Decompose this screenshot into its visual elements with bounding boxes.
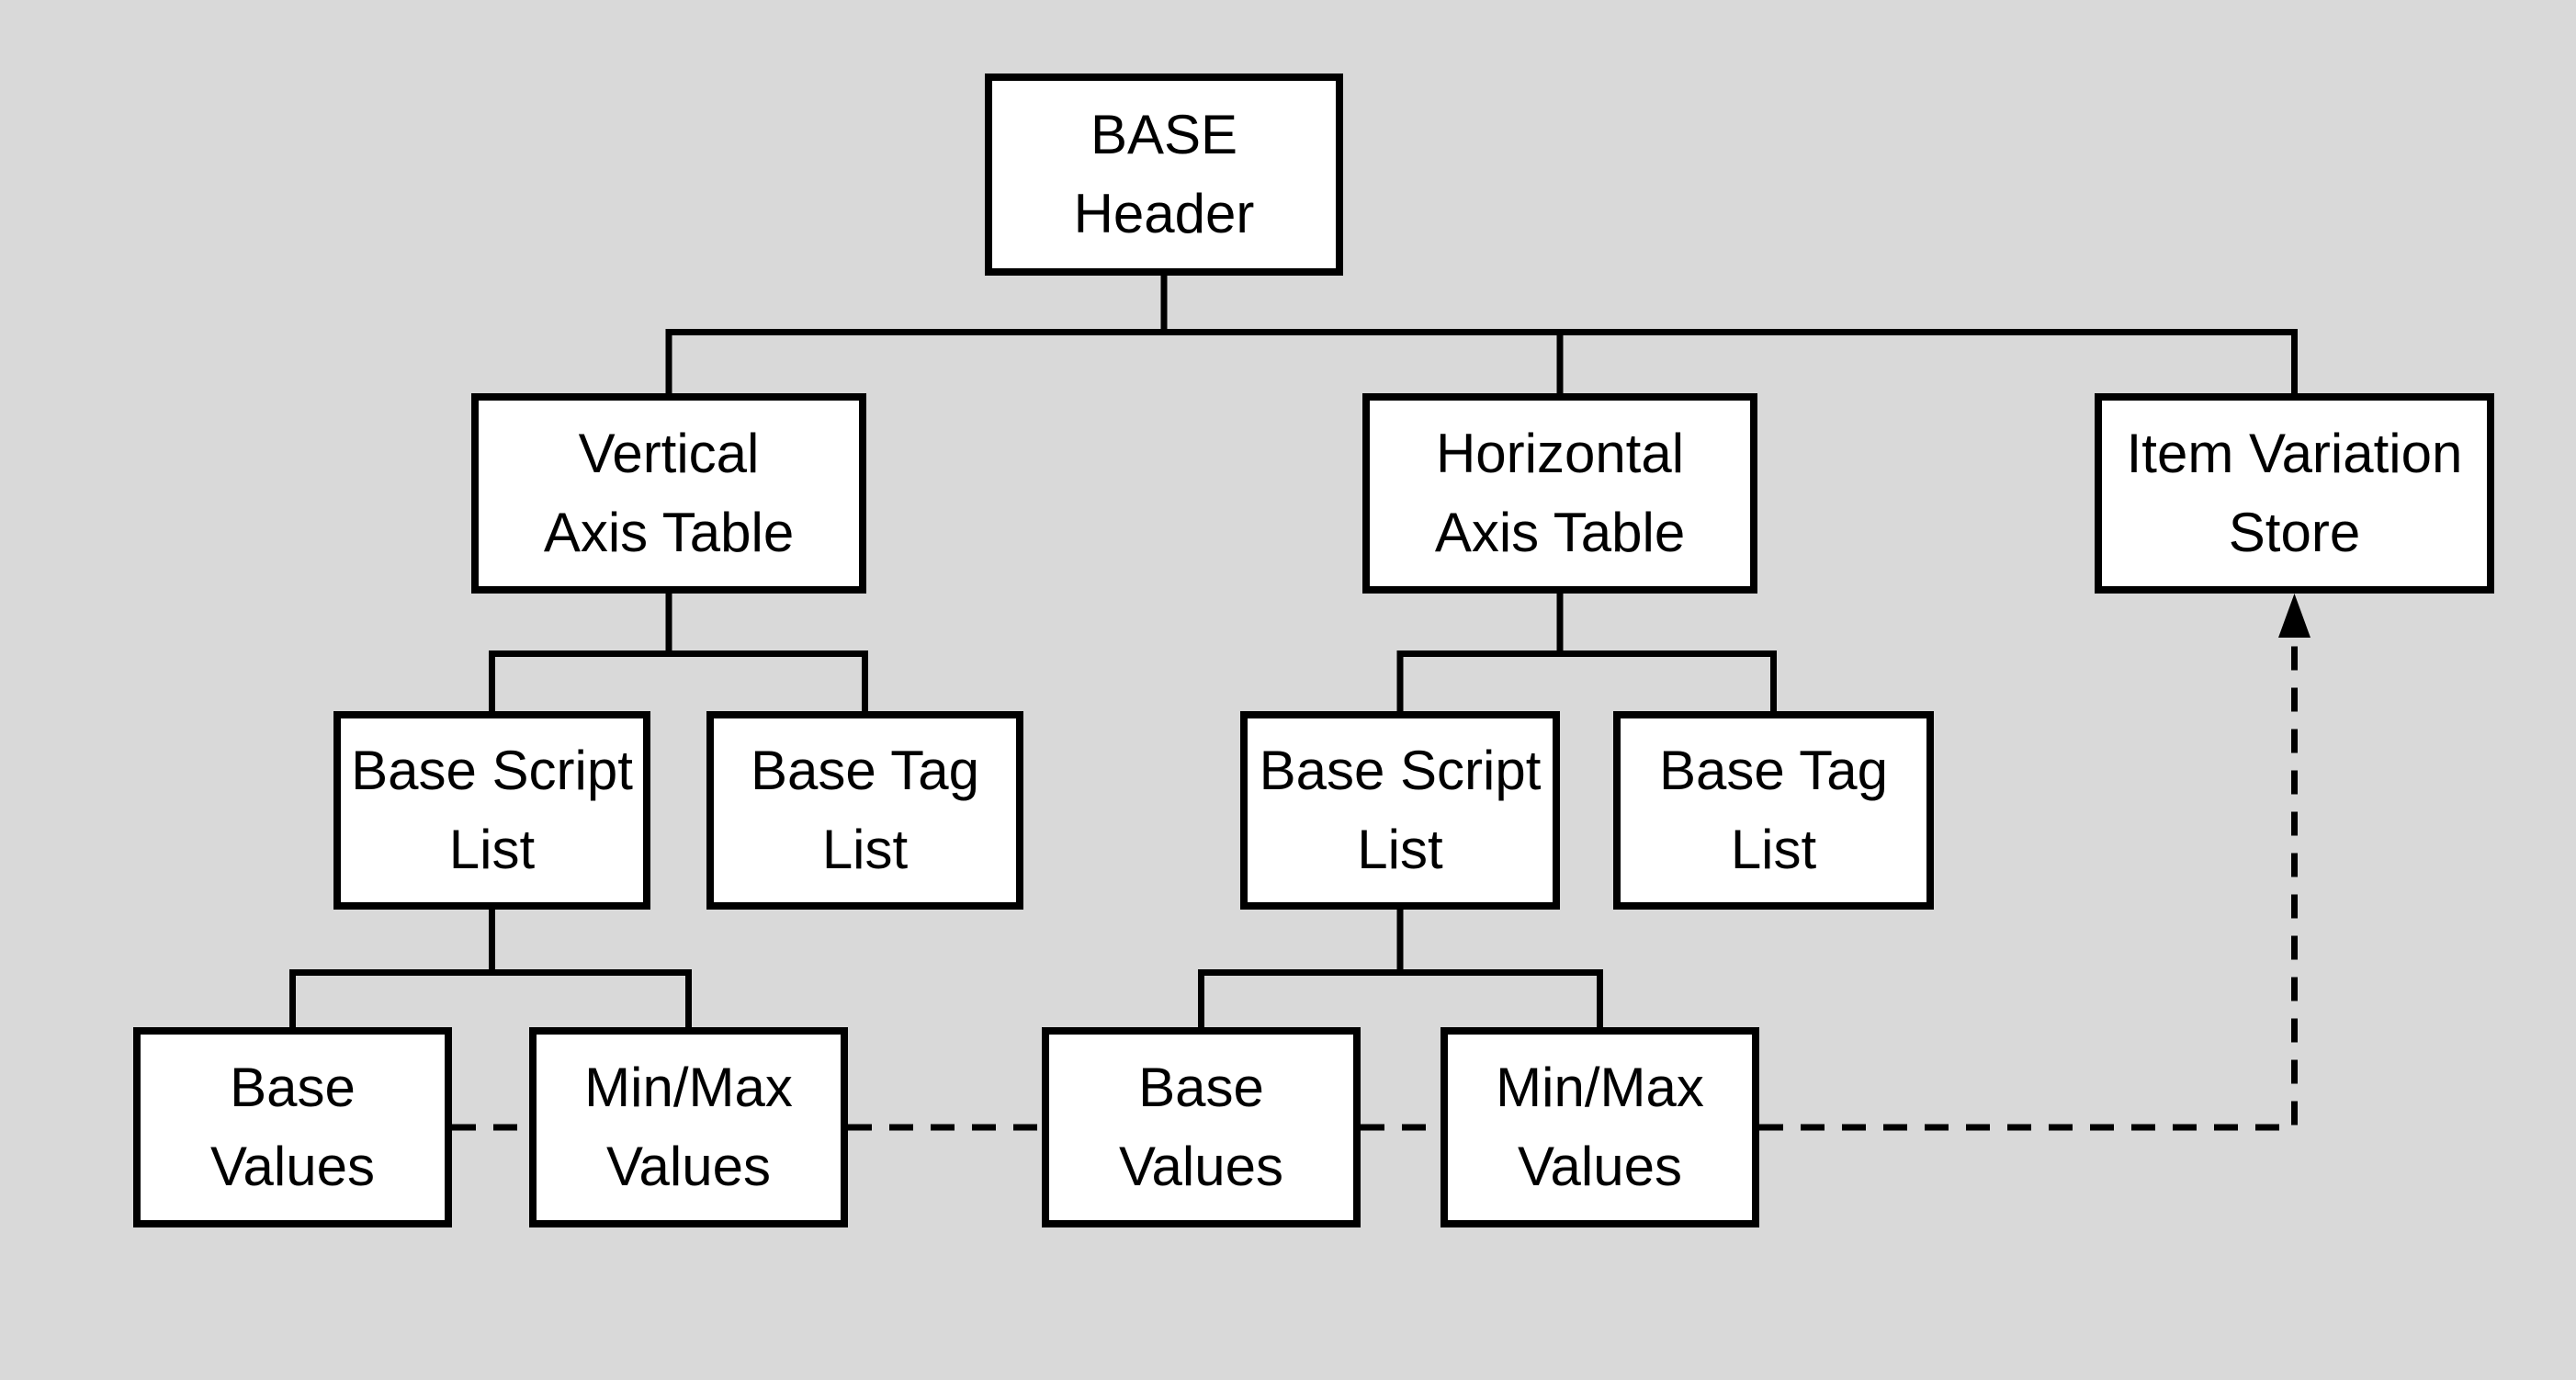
node-v-base-script-list: Base Script List	[333, 711, 650, 910]
node-h-base-values-label: Base Values	[1118, 1057, 1283, 1197]
node-base-header-label: BASE Header	[1073, 104, 1255, 244]
edge-horizontal-table-bracket	[1396, 650, 1777, 713]
edge-v-script-list-bracket	[289, 969, 692, 1029]
node-item-variation-store-label: Item Variation Store	[2126, 423, 2463, 563]
node-vertical-axis-table-label: Vertical Axis Table	[543, 423, 795, 563]
node-h-base-script-list-label: Base Script List	[1259, 740, 1542, 880]
arrowhead-item-variation-store	[2278, 594, 2310, 638]
node-h-base-script-list: Base Script List	[1240, 711, 1560, 910]
node-item-variation-store: Item Variation Store	[2095, 393, 2494, 594]
edge-dashed-to-item-variation-store	[1759, 641, 2298, 1131]
node-v-minmax-values: Min/Max Values	[529, 1027, 848, 1227]
edge-header-children-bracket	[665, 329, 2298, 395]
node-v-base-tag-list: Base Tag List	[706, 711, 1023, 910]
node-h-base-tag-list-label: Base Tag List	[1658, 740, 1889, 880]
node-v-base-script-list-label: Base Script List	[351, 740, 633, 880]
node-v-base-values: Base Values	[133, 1027, 452, 1227]
edge-h-script-list-bracket	[1198, 969, 1603, 1029]
node-h-minmax-values-label: Min/Max Values	[1496, 1057, 1704, 1197]
node-horizontal-axis-table-label: Horizontal Axis Table	[1434, 423, 1686, 563]
node-v-base-values-label: Base Values	[209, 1057, 375, 1197]
node-h-minmax-values: Min/Max Values	[1441, 1027, 1759, 1227]
node-vertical-axis-table: Vertical Axis Table	[471, 393, 866, 594]
node-h-base-tag-list: Base Tag List	[1613, 711, 1934, 910]
edge-vertical-table-bracket	[489, 650, 868, 713]
node-h-base-values: Base Values	[1042, 1027, 1361, 1227]
node-v-minmax-values-label: Min/Max Values	[584, 1057, 793, 1197]
node-v-base-tag-list-label: Base Tag List	[750, 740, 980, 880]
node-base-header: BASE Header	[985, 74, 1343, 276]
node-horizontal-axis-table: Horizontal Axis Table	[1362, 393, 1757, 594]
